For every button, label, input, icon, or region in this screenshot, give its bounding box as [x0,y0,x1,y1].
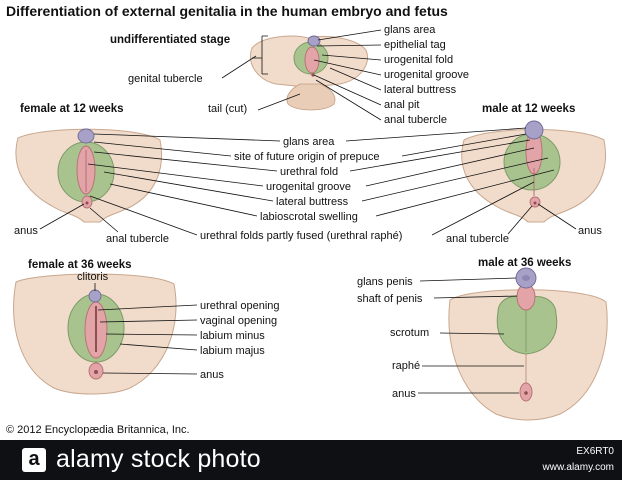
stock-footer: a alamy stock photo EX6RT0 www.alamy.com [0,440,622,480]
female-12-figure [15,128,163,223]
label-scrotum: scrotum [390,327,429,339]
male-36-figure [448,267,608,421]
label-urogenital-groove-12: urogenital groove [266,181,351,193]
label-lateral-buttress-undiff: lateral buttress [384,84,457,96]
male-12-figure [461,120,607,223]
label-shaft-of-penis: shaft of penis [357,293,423,305]
image-url: www.alamy.com [542,462,615,473]
label-urethral-fold: urethral fold [280,166,338,178]
label-glans-area-undiff: glans area [384,24,436,36]
label-prepuce: site of future origin of prepuce [234,151,380,163]
label-labium-minus: labium minus [200,330,265,342]
section-male-36: male at 36 weeks [478,257,571,269]
label-raphe: raphé [392,360,420,372]
label-anal-tubercle-female-12: anal tubercle [106,233,169,245]
label-labioscrotal: labioscrotal swelling [260,211,358,223]
undifferentiated-figure [250,35,368,111]
copyright: © 2012 Encyclopædia Britannica, Inc. [6,424,190,436]
label-anus-male-12: anus [578,225,602,237]
label-anal-tubercle-male-12: anal tubercle [446,233,509,245]
female-36-figure [13,273,177,395]
label-urogenital-fold: urogenital fold [384,54,453,66]
alamy-brand: alamy stock photo [56,445,261,473]
label-urogenital-groove: urogenital groove [384,69,469,81]
label-lateral-buttress-12: lateral buttress [276,196,349,208]
label-genital-tubercle: genital tubercle [128,73,203,85]
label-anus-male-36: anus [392,388,416,400]
label-epithelial-tag: epithelial tag [384,39,446,51]
label-clitoris: clitoris [77,271,109,283]
section-male-12: male at 12 weeks [482,103,575,115]
label-labium-majus: labium majus [200,345,265,357]
label-anus-female-12: anus [14,225,38,237]
label-glans-area-12: glans area [283,136,335,148]
label-anal-pit: anal pit [384,99,419,111]
label-urethral-folds-fused: urethral folds partly fused (urethral ra… [200,230,402,242]
section-undifferentiated: undifferentiated stage [110,34,230,46]
diagram-title: Differentiation of external genitalia in… [6,3,448,19]
label-urethral-opening: urethral opening [200,300,280,312]
image-id: EX6RT0 [576,446,614,457]
alamy-logo-icon: a [22,448,46,472]
label-vaginal-opening: vaginal opening [200,315,277,327]
section-female-12: female at 12 weeks [20,103,124,115]
label-tail: tail (cut) [208,103,247,115]
diagram: Differentiation of external genitalia in… [6,3,608,436]
label-anal-tubercle-undiff: anal tubercle [384,114,447,126]
section-female-36: female at 36 weeks [28,259,132,271]
label-glans-penis: glans penis [357,276,413,288]
label-anus-female-36: anus [200,369,224,381]
